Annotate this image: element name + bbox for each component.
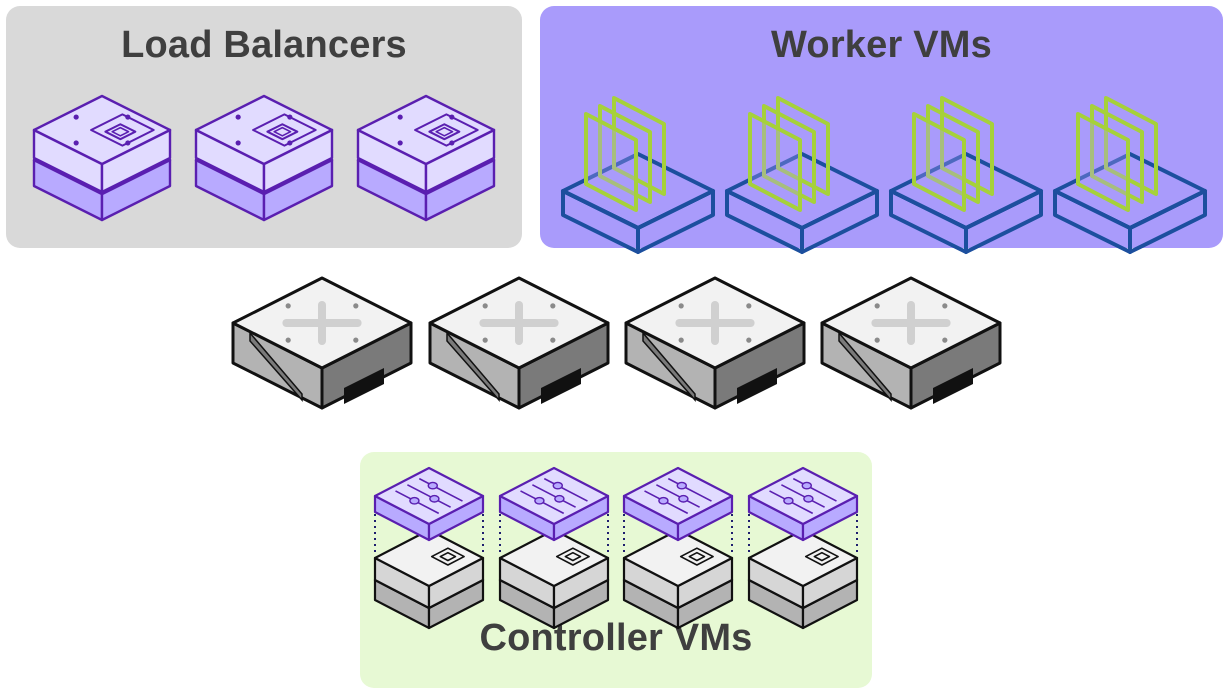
hypervisor-host-icon <box>820 276 1002 410</box>
worker-vms-panel: Worker VMs <box>540 6 1223 248</box>
controller-vms-title: Controller VMs <box>479 617 753 659</box>
load-balancers-title: Load Balancers <box>121 24 407 66</box>
hypervisor-host-icon <box>624 276 806 410</box>
load-balancer-icon <box>32 94 172 222</box>
controller-vm-icon <box>498 466 610 630</box>
hypervisor-host-icon <box>428 276 610 410</box>
worker-vm-icon <box>889 96 1043 254</box>
load-balancer-icon <box>194 94 334 222</box>
worker-vm-icon <box>561 96 715 254</box>
worker-vm-icon <box>725 96 879 254</box>
controller-vm-icon <box>373 466 485 630</box>
hypervisor-host-icon <box>231 276 413 410</box>
worker-vms-title: Worker VMs <box>771 24 992 66</box>
controller-vm-icon <box>747 466 859 630</box>
controller-vm-icon <box>622 466 734 630</box>
worker-vm-icon <box>1053 96 1207 254</box>
load-balancer-icon <box>356 94 496 222</box>
